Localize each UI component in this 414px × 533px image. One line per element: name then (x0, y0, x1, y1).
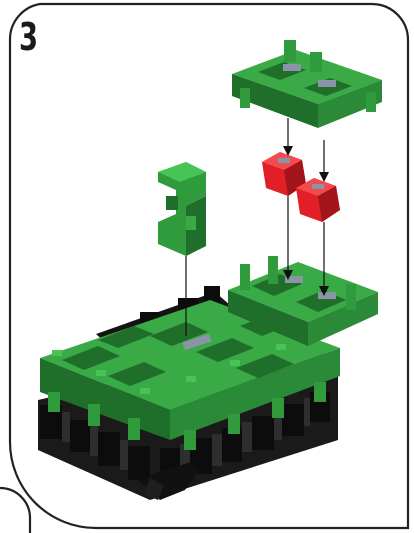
next-step-frame-corner (0, 486, 32, 533)
green-plate-lower (228, 256, 378, 346)
red-connector-left (262, 152, 306, 196)
step-number: 3 (19, 15, 39, 59)
green-upright-brick (158, 162, 206, 256)
step-frame (8, 2, 410, 530)
arrow-down-icon (283, 146, 329, 296)
green-plate-top (232, 40, 382, 128)
guide-lines (185, 118, 325, 336)
red-connector-right (296, 178, 340, 222)
